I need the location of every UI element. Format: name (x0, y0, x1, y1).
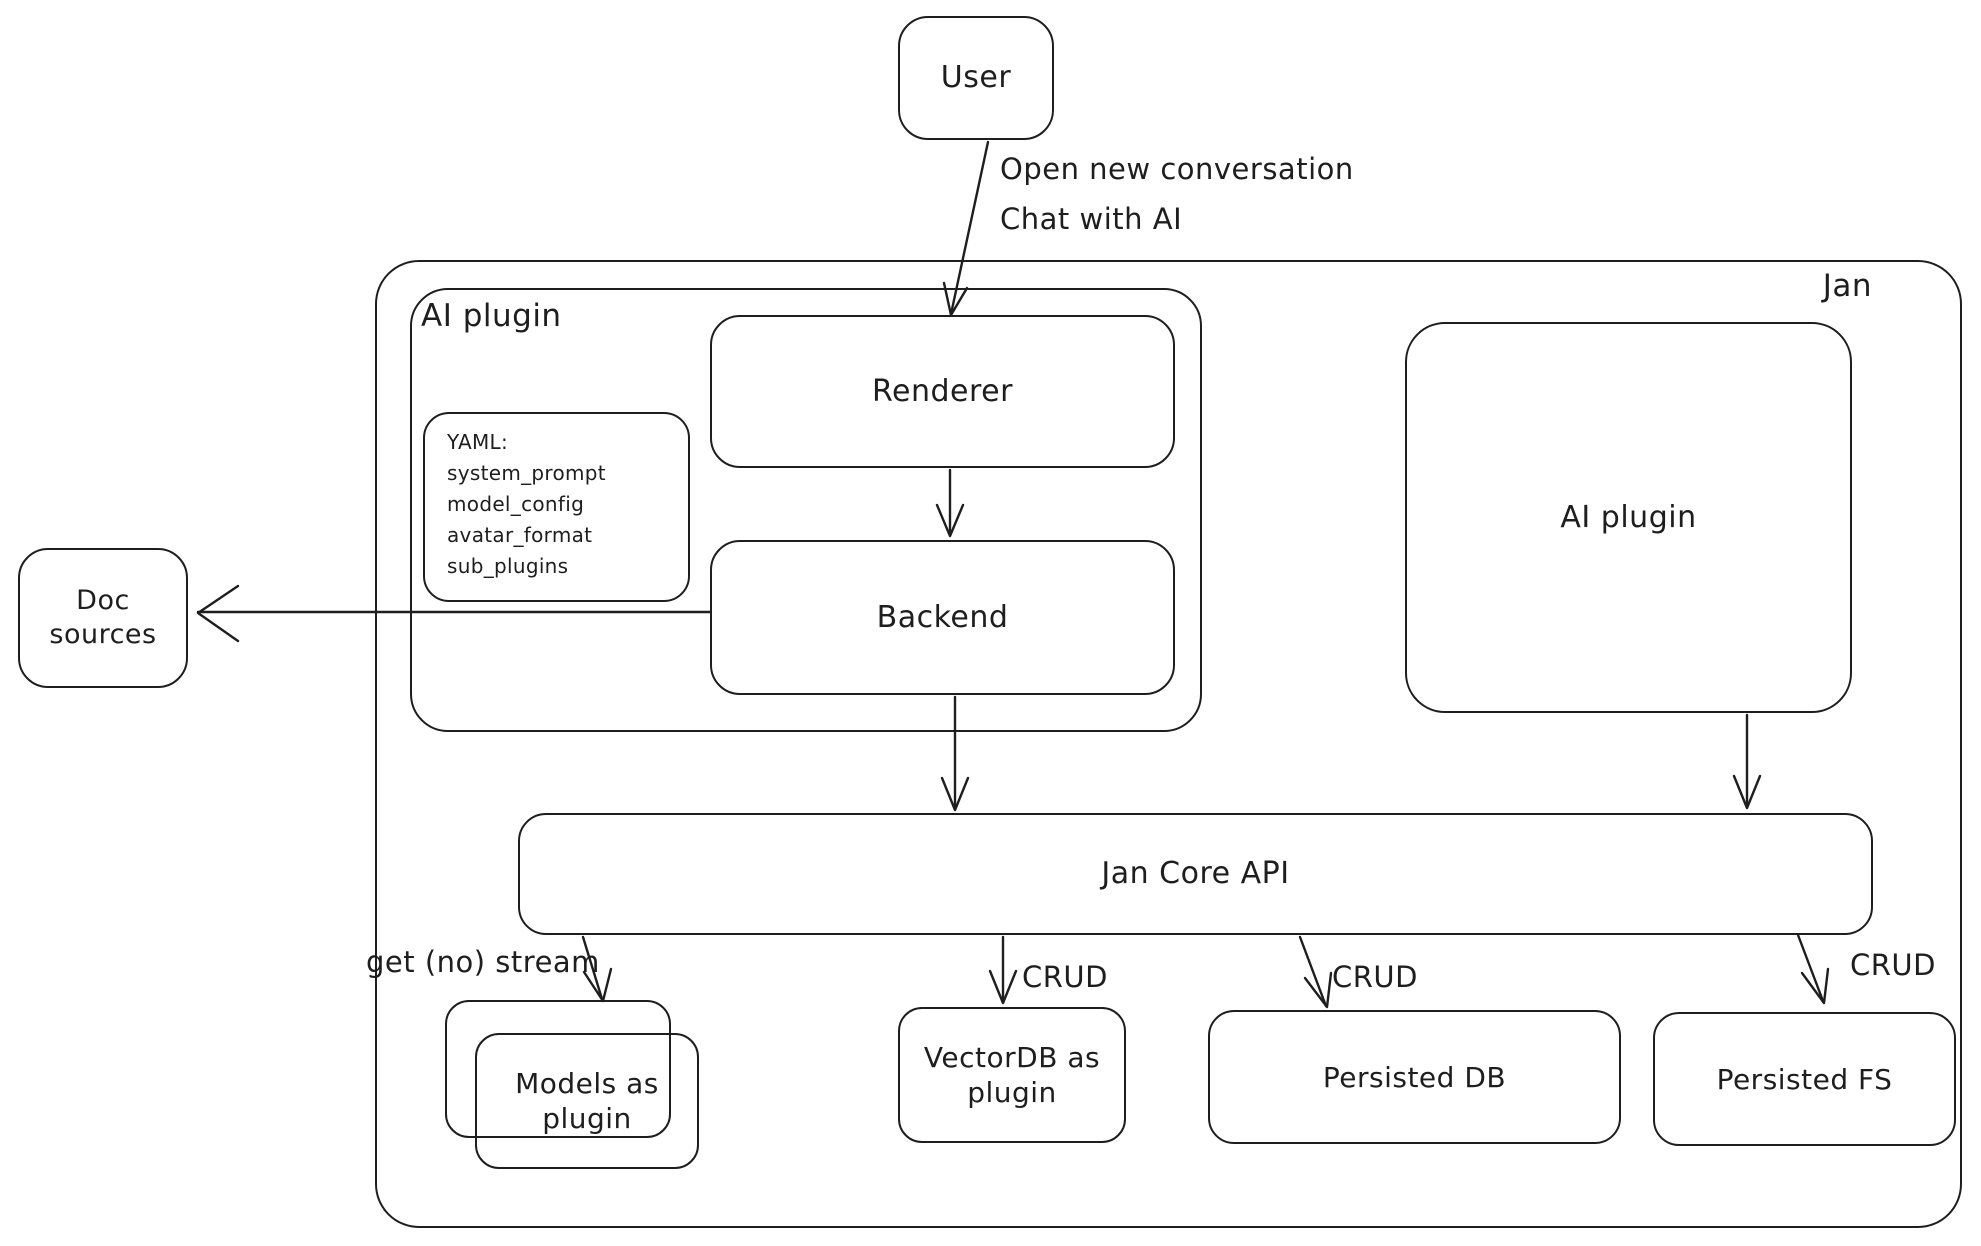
yaml-note-line: sub_plugins (447, 554, 569, 578)
yaml-note-line: avatar_format (447, 523, 593, 547)
persisted-db-node: Persisted DB (1208, 1010, 1621, 1144)
ai-plugin-left-label: AI plugin (421, 298, 562, 334)
user-node-label: User (940, 60, 1012, 96)
ai-plugin-right-node: AI plugin (1405, 322, 1852, 713)
doc-sources-node: Doc sources (18, 548, 188, 688)
ai-plugin-left-container: AI plugin (410, 288, 1202, 732)
yaml-note-line: system_prompt (447, 461, 606, 485)
doc-sources-node-label: Doc sources (49, 585, 157, 650)
jan-container-label: Jan (1822, 268, 1872, 304)
edge-label-chat-with-ai: Chat with AI (1000, 202, 1183, 236)
persisted-fs-node-label: Persisted FS (1716, 1062, 1893, 1096)
jan-container: Jan (375, 260, 1962, 1228)
jan-core-api-node: Jan Core API (518, 813, 1873, 935)
models-plugin-node: Models as plugin (475, 1033, 699, 1169)
edge-label-get-no-stream: get (no) stream (366, 945, 600, 979)
edge-label-crud-persisted-fs: CRUD (1850, 948, 1936, 982)
backend-node-label: Backend (876, 599, 1009, 635)
vectordb-plugin-node-label: VectorDB as plugin (923, 1041, 1101, 1109)
persisted-fs-node: Persisted FS (1653, 1012, 1956, 1146)
jan-core-api-node-label: Jan Core API (1101, 856, 1290, 892)
ai-plugin-right-node-label: AI plugin (1560, 499, 1697, 535)
yaml-note: YAML: system_prompt model_config avatar_… (423, 412, 690, 602)
renderer-node-label: Renderer (872, 373, 1013, 409)
models-plugin-back-card (445, 1000, 671, 1138)
persisted-db-node-label: Persisted DB (1322, 1060, 1507, 1094)
models-plugin-node-label: Models as plugin (515, 1067, 659, 1135)
vectordb-plugin-node: VectorDB as plugin (898, 1007, 1126, 1143)
yaml-note-line: model_config (447, 492, 585, 516)
edge-label-crud-vectordb: CRUD (1022, 960, 1108, 994)
renderer-node: Renderer (710, 315, 1175, 468)
yaml-note-line: YAML: (447, 430, 508, 454)
user-node: User (898, 16, 1054, 140)
backend-node: Backend (710, 540, 1175, 695)
edge-label-open-conversation: Open new conversation (1000, 152, 1354, 186)
edge-label-crud-persisted-db: CRUD (1332, 960, 1418, 994)
